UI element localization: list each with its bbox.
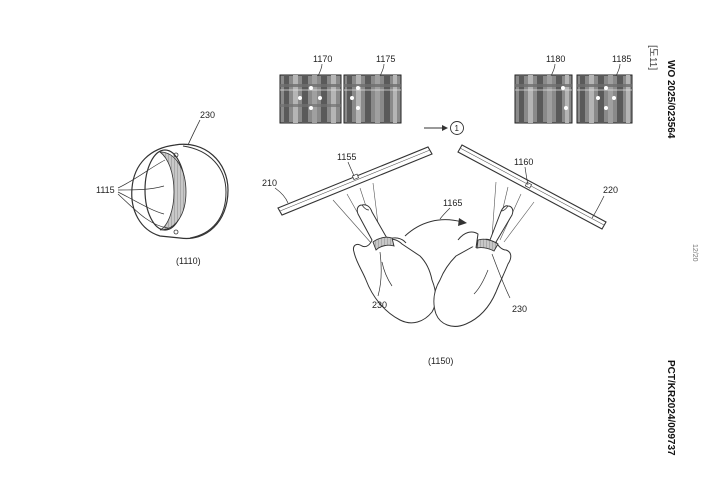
move-gesture-label: 1165 [443, 198, 462, 208]
left-display-label: 210 [262, 178, 277, 188]
marker-dot [604, 106, 608, 110]
image-1185 [576, 74, 633, 124]
right-display-leader [591, 195, 605, 219]
image-1180 [514, 74, 573, 124]
image-1180-leader [550, 63, 556, 77]
step-number: 1 [455, 124, 460, 133]
right-ring [476, 238, 499, 252]
marker-dot [309, 86, 313, 90]
left-ring-leader [377, 251, 382, 297]
ring-contact-top [173, 152, 179, 158]
publication-number: WO 2025/023564 [665, 60, 676, 139]
electrode-leader-3 [117, 191, 165, 215]
ring-leader [187, 119, 201, 146]
left-display-leader [274, 187, 289, 204]
image-1180-label: 1180 [546, 54, 565, 64]
step-arrow: 1 [424, 121, 464, 135]
move-gesture-leader [439, 207, 451, 220]
left-display [277, 146, 433, 216]
marker-dot [564, 106, 568, 110]
electrode-leader-1 [117, 159, 166, 189]
left-hand [353, 204, 437, 324]
sheet-number: 12/20 [691, 244, 698, 262]
right-ring-label: 230 [512, 304, 527, 314]
marker-dot [309, 106, 313, 110]
marker-dot [596, 96, 600, 100]
right-sensor-label: 1160 [514, 157, 533, 167]
marker-dot [318, 96, 322, 100]
right-ring-leader [491, 253, 511, 299]
scene-panel-label: (1150) [428, 356, 453, 366]
right-display-label: 220 [603, 185, 618, 195]
electrode-leader-2 [117, 185, 165, 191]
marker-dot [612, 96, 616, 100]
image-1170 [279, 74, 342, 124]
image-1175-leader [379, 63, 385, 77]
ring-inner-electrode [158, 151, 187, 231]
image-1175-label: 1175 [376, 54, 395, 64]
right-sensor-leader [524, 166, 529, 186]
marker-dot [350, 96, 354, 100]
electrode-leader-4 [117, 193, 169, 229]
ring-panel-label: (1110) [176, 256, 201, 266]
step-circle [450, 121, 464, 135]
ring-band-edge [182, 145, 227, 239]
image-1185-leader [615, 63, 621, 77]
ring-device: 230 1115 (1110) [96, 110, 229, 266]
move-gesture-arrow [404, 219, 463, 237]
figure-label: [도11] [647, 45, 658, 71]
marker-dot [561, 86, 565, 90]
left-sensor-label: 1155 [337, 152, 356, 162]
move-gesture-arrowhead [458, 218, 467, 226]
electrodes-ref-label: 1115 [96, 185, 115, 195]
image-1170-leader [317, 63, 323, 77]
ring-contact-bottom [173, 229, 179, 235]
application-number: PCT/KR2024/009737 [665, 360, 676, 456]
ring-ref-label: 230 [200, 110, 215, 120]
right-display [457, 144, 607, 230]
marker-dot [356, 106, 360, 110]
right-hand [433, 205, 514, 327]
image-1170-label: 1170 [313, 54, 332, 64]
marker-dot [356, 86, 360, 90]
image-1175 [343, 74, 402, 124]
image-1185-label: 1185 [612, 54, 631, 64]
marker-dot [604, 86, 608, 90]
left-ring-label: 230 [372, 300, 387, 310]
marker-dot [298, 96, 302, 100]
left-ring [372, 236, 395, 251]
left-sensor-leader [347, 161, 355, 177]
